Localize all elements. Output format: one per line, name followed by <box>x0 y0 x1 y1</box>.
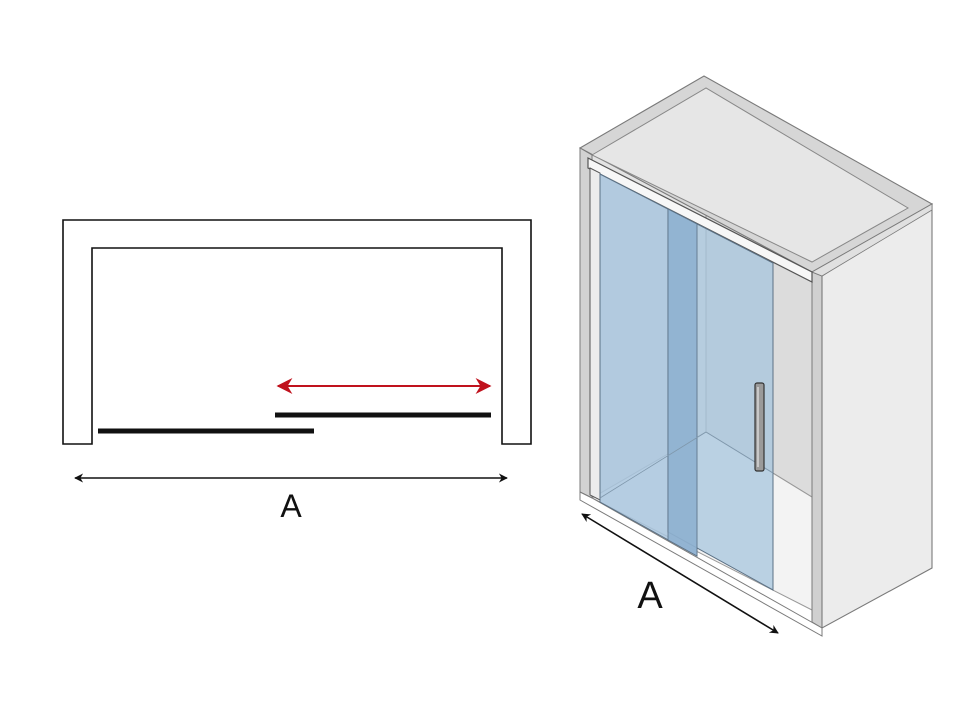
plan-dimension-label: A <box>280 488 302 524</box>
iso-dimension-label: A <box>637 575 663 617</box>
glass-overlap <box>667 208 698 557</box>
wall-profile <box>589 167 601 501</box>
iso-view: A <box>578 75 934 637</box>
door-handle <box>754 382 765 472</box>
floor-line-through-glass <box>599 431 707 499</box>
right-wall-outer-face <box>821 202 933 629</box>
iso-width-dimension-arrow <box>581 513 779 634</box>
top-rail <box>587 157 813 283</box>
right-wall-top <box>811 203 933 277</box>
plan-view: A <box>62 219 532 524</box>
right-wall-front-face <box>811 271 823 629</box>
plan-wall-outline <box>62 219 532 445</box>
top-frame-opening <box>590 87 909 263</box>
